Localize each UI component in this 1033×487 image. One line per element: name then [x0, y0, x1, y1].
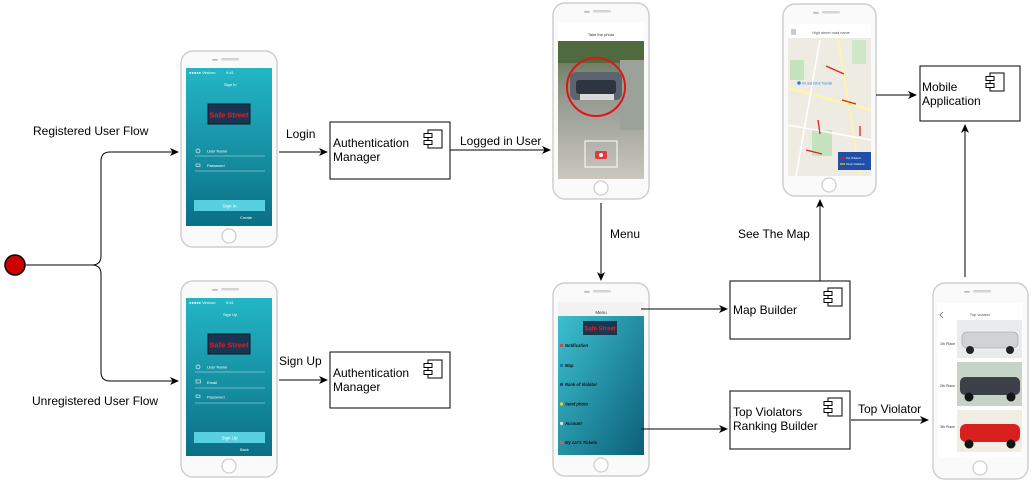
account-icon — [559, 421, 564, 426]
map-builder-label: Map Builder — [733, 303, 797, 317]
signup-logo: Safe Street — [209, 341, 249, 350]
plate-highlight-circle — [566, 57, 626, 117]
mobile-application-component: Mobile Application — [919, 65, 1021, 122]
login-password-field[interactable]: Password — [207, 163, 225, 168]
map-legend-item-1: Top Violators — [846, 156, 862, 160]
login-logo: Safe Street — [209, 111, 249, 120]
login-logo-box — [207, 103, 251, 125]
edge-login-label: Login — [286, 127, 315, 141]
back-icon[interactable] — [939, 311, 944, 319]
home-button — [593, 457, 609, 473]
auth-login-line1: Authentication — [333, 136, 409, 150]
violator-phone: Top violator 1th Place 2th Place 3th Pla… — [932, 282, 1029, 480]
key-icon — [195, 163, 201, 167]
map-phone: High street road name Art and Drink Tuto… — [782, 3, 877, 197]
signup-footer-link[interactable]: Back — [240, 447, 249, 452]
signup-email-field[interactable]: Email — [207, 380, 217, 385]
map-header: High street road name — [812, 31, 850, 35]
violator-rank-2: 2th Place — [940, 384, 955, 388]
edge-logged-in-label: Logged in User — [460, 134, 541, 148]
signup-username-field[interactable]: User Name — [207, 365, 228, 370]
login-footer-link[interactable]: Create — [240, 215, 253, 220]
login-status-text: ●●●●● Verizon — [189, 70, 216, 75]
bell-icon — [559, 343, 564, 348]
login-phone: ●●●●● Verizon 9:41 Sign In Safe Street U… — [180, 50, 278, 248]
sign-up-button[interactable] — [194, 432, 265, 443]
menu-logo: Safe Street — [584, 327, 615, 333]
edge-see-map-label: See The Map — [738, 227, 810, 241]
signup-phone: ●●●●● Verizon 9:41 Sign Up Safe Street U… — [180, 280, 278, 478]
user-icon — [195, 148, 201, 154]
shutter-frame[interactable] — [584, 140, 618, 168]
unregistered-flow-label: Unregistered User Flow — [32, 394, 158, 408]
registered-flow-label: Registered User Flow — [33, 124, 149, 138]
rank-icon — [559, 382, 564, 387]
sign-in-button[interactable] — [194, 200, 265, 211]
auth-manager-login-component: Authentication Manager — [329, 121, 451, 180]
edge-start-branch — [26, 148, 179, 266]
map-legend — [838, 152, 871, 170]
signup-screen-title: Sign Up — [223, 312, 238, 317]
edge-menu-label: Menu — [610, 227, 640, 241]
map-icon — [559, 363, 564, 368]
mobile-app-line1: Mobile — [922, 80, 958, 94]
key-icon — [195, 394, 201, 398]
home-button — [972, 460, 988, 476]
violator-screen-title: Top violator — [970, 312, 991, 317]
home-button — [593, 180, 609, 196]
photo-icon — [559, 402, 564, 406]
login-username-field[interactable]: User Name — [207, 149, 228, 154]
auth-signup-line1: Authentication — [333, 366, 409, 380]
menu-item-rank[interactable]: Rank of Violator — [565, 382, 597, 387]
map-legend-item-2: Some Violations — [846, 162, 865, 166]
start-node — [4, 254, 26, 276]
home-button — [221, 458, 237, 474]
home-button — [221, 228, 237, 244]
mobile-app-line2: Application — [922, 94, 981, 108]
ranking-builder-line2: Ranking Builder — [733, 419, 818, 433]
ranking-builder-line1: Top Violators — [733, 405, 802, 419]
auth-manager-signup-component: Authentication Manager — [329, 351, 451, 409]
menu-logo-box — [583, 321, 617, 335]
menu-item-map[interactable]: Map — [565, 363, 574, 368]
login-screen-title: Sign In — [224, 82, 236, 87]
signup-logo-box — [207, 333, 251, 355]
auth-login-line2: Manager — [333, 150, 380, 164]
home-button — [821, 177, 837, 193]
edge-sign-up-label: Sign Up — [279, 354, 322, 368]
location-pin-icon — [797, 81, 801, 85]
edge-top-violator-label: Top Violator — [858, 402, 921, 416]
sign-up-button-label: Sign Up — [221, 436, 238, 441]
menu-screen-title: Menu — [595, 310, 607, 315]
edge-start-branch-lower — [91, 264, 179, 385]
menu-item-account[interactable]: Account — [564, 421, 582, 426]
camera-screen-title: Take the photo — [588, 32, 615, 37]
menu-item-notification[interactable]: Notification — [565, 343, 588, 348]
signup-password-field[interactable]: Password — [207, 395, 225, 400]
menu-item-send-photo[interactable]: Send photo — [565, 402, 588, 407]
ranking-builder-component: Top Violators Ranking Builder — [729, 390, 851, 450]
ticket-icon — [559, 440, 564, 445]
menu-item-tickets[interactable]: My car's Tickets — [565, 440, 598, 445]
camera-phone: Take the photo — [552, 2, 650, 200]
signup-status-text: ●●●●● Verizon — [189, 300, 216, 305]
violator-rank-3: 3th Place — [940, 425, 955, 429]
login-time: 9:41 — [226, 70, 235, 75]
sign-in-button-label: Sign In — [222, 204, 237, 209]
auth-signup-line2: Manager — [333, 380, 380, 394]
map-builder-component: Map Builder — [729, 280, 851, 340]
signup-time: 9:41 — [226, 300, 235, 305]
email-icon — [195, 379, 201, 384]
user-icon — [195, 364, 201, 370]
menu-phone: Menu Safe Street Notification Map Rank o… — [552, 282, 650, 477]
violator-rank-1: 1th Place — [940, 342, 955, 346]
map-place-label: Art and Drink Tutorial — [802, 82, 832, 86]
